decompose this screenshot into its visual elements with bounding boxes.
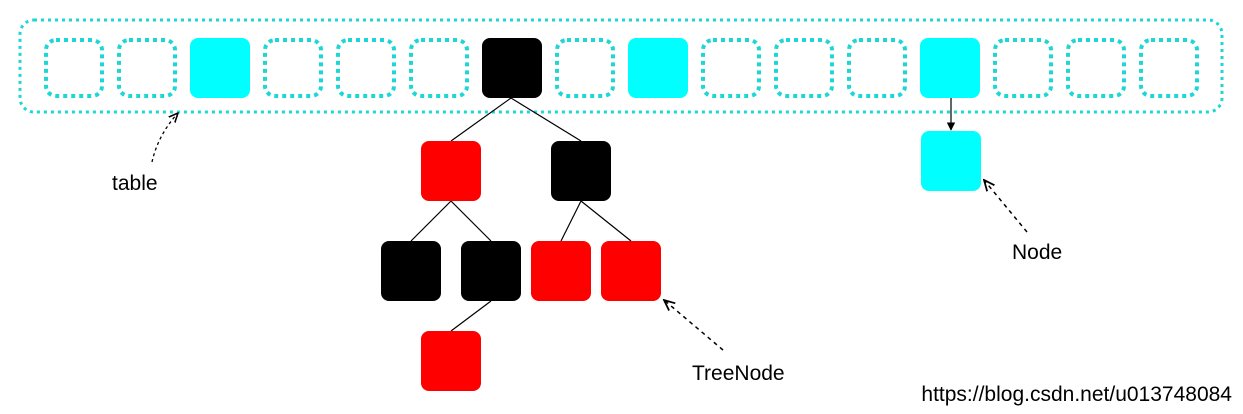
treenode-pointer-arrow xyxy=(664,300,724,351)
empty-bucket xyxy=(555,38,615,98)
tree-edge xyxy=(510,97,582,142)
red-tree-node xyxy=(421,331,481,391)
black-tree-node xyxy=(381,241,441,301)
tree-edge xyxy=(450,300,492,332)
table-pointer-arrow xyxy=(151,113,178,163)
tree-edges xyxy=(410,97,632,332)
red-black-tree xyxy=(381,141,661,391)
tree-edge xyxy=(450,97,512,142)
tree-edge xyxy=(450,200,492,242)
node-bucket xyxy=(190,38,250,98)
chained-bucket xyxy=(920,38,980,98)
table-label: table xyxy=(112,172,158,195)
tree-edge xyxy=(560,200,582,242)
empty-bucket xyxy=(117,38,177,98)
empty-bucket xyxy=(1139,38,1199,98)
empty-bucket xyxy=(409,38,469,98)
node-label: Node xyxy=(1012,241,1062,264)
empty-bucket xyxy=(44,38,104,98)
empty-bucket xyxy=(263,38,323,98)
red-tree-node xyxy=(421,141,481,201)
black-tree-node xyxy=(551,141,611,201)
empty-bucket xyxy=(847,38,907,98)
black-tree-node xyxy=(461,241,521,301)
tree-edge xyxy=(410,200,452,242)
empty-bucket xyxy=(993,38,1053,98)
empty-bucket xyxy=(336,38,396,98)
red-tree-node xyxy=(531,241,591,301)
empty-bucket xyxy=(774,38,834,98)
node-bucket xyxy=(628,38,688,98)
empty-bucket xyxy=(701,38,761,98)
table-container xyxy=(18,18,1224,114)
tree-edge xyxy=(580,200,632,242)
tree-root-bucket xyxy=(482,38,542,98)
table-slots xyxy=(44,38,1199,98)
empty-bucket xyxy=(1066,38,1126,98)
treenode-label: TreeNode xyxy=(692,362,785,385)
watermark: https://blog.csdn.net/u013748084 xyxy=(921,383,1232,406)
node-pointer-arrow xyxy=(984,180,1028,233)
red-tree-node xyxy=(601,241,661,301)
chain-node xyxy=(921,131,981,191)
